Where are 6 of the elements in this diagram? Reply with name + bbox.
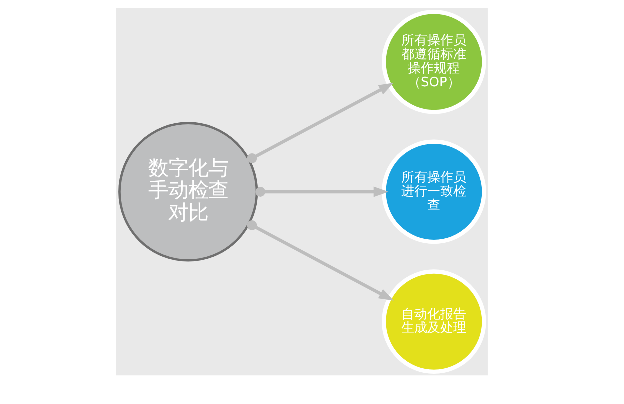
node-circle: 所有操作员进行一致检查 — [382, 140, 486, 244]
arrow — [247, 83, 394, 164]
arrow — [256, 186, 389, 198]
arrow — [247, 220, 394, 301]
node-circle: 自动化报告生成及处理 — [382, 270, 486, 374]
node-circle: 所有操作员都遵循标准操作规程（SOP） — [382, 10, 486, 114]
